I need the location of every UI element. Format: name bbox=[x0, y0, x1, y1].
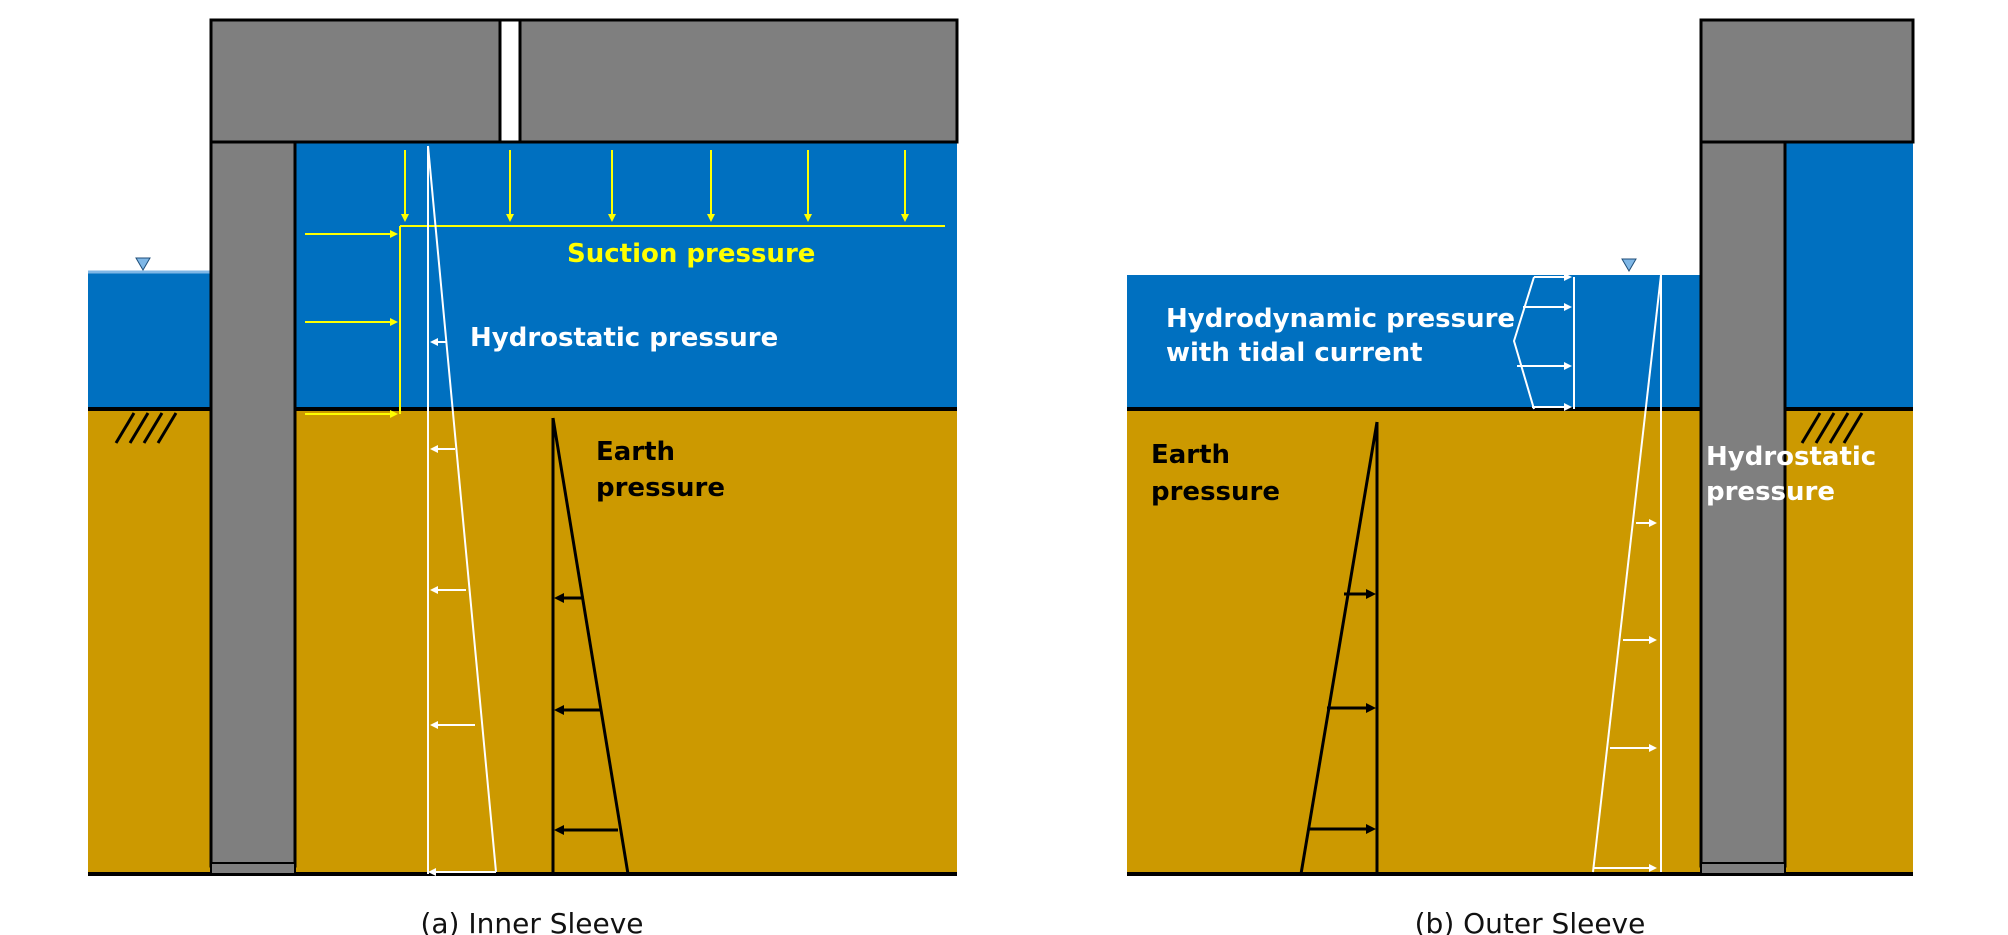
slab-gap bbox=[498, 18, 522, 144]
inner-water bbox=[295, 142, 957, 409]
suction-pressure-diagram bbox=[305, 150, 945, 418]
hydrostatic-pressure-label-line1: Hydrostatic bbox=[1706, 442, 1876, 472]
seabed-soil-inner bbox=[295, 409, 957, 874]
hydrostatic-pressure-label-line2: pressure bbox=[1706, 477, 1835, 507]
hydrodynamic-pressure-diagram bbox=[1512, 273, 1575, 411]
seabed-soil-left bbox=[88, 409, 211, 874]
earth-pressure-label-line1: Earth bbox=[596, 437, 675, 467]
outside-water bbox=[1127, 275, 1701, 409]
seabed-soil-inner bbox=[1785, 409, 1913, 874]
sleeve-tip bbox=[210, 862, 296, 875]
sleeve-wall bbox=[1699, 140, 1787, 868]
ground-hatch-icon bbox=[114, 412, 178, 444]
hydrostatic-pressure-label: Hydrostatic pressure bbox=[470, 323, 778, 353]
earth-pressure-diagram bbox=[1299, 421, 1379, 875]
water-level-marker-icon bbox=[1621, 258, 1637, 272]
earth-pressure-label-line2: pressure bbox=[596, 473, 725, 503]
hydrostatic-pressure-diagram bbox=[427, 145, 497, 876]
inner-water bbox=[1785, 142, 1913, 409]
earth-pressure-diagram bbox=[551, 417, 630, 875]
hydrodynamic-pressure-label-line1: Hydrodynamic pressure bbox=[1166, 304, 1515, 334]
sleeve-wall bbox=[209, 140, 297, 868]
top-slab-right bbox=[518, 18, 959, 144]
outside-water bbox=[88, 272, 211, 409]
hydrostatic-pressure-diagram bbox=[1592, 274, 1662, 873]
earth-pressure-label-line1: Earth bbox=[1151, 440, 1230, 470]
caption-inner-sleeve: (a) Inner Sleeve bbox=[420, 907, 643, 935]
hydrodynamic-pressure-label-line2: with tidal current bbox=[1166, 338, 1423, 368]
seabed-soil-outer bbox=[1127, 409, 1701, 874]
caption-outer-sleeve: (b) Outer Sleeve bbox=[1415, 907, 1646, 935]
top-slab bbox=[1699, 18, 1915, 144]
earth-pressure-label-line2: pressure bbox=[1151, 477, 1280, 507]
top-slab-left bbox=[209, 18, 502, 144]
water-level-marker-icon bbox=[135, 257, 151, 271]
suction-pressure-label: Suction pressure bbox=[567, 239, 815, 269]
panel-a-inner-sleeve: Suction pressure Hydrostatic pressure Ea… bbox=[88, 18, 959, 935]
sleeve-tip bbox=[1700, 862, 1786, 875]
panel-b-outer-sleeve: Hydrodynamic pressure with tidal current… bbox=[1127, 18, 1915, 935]
ground-hatch-icon bbox=[1800, 412, 1864, 444]
